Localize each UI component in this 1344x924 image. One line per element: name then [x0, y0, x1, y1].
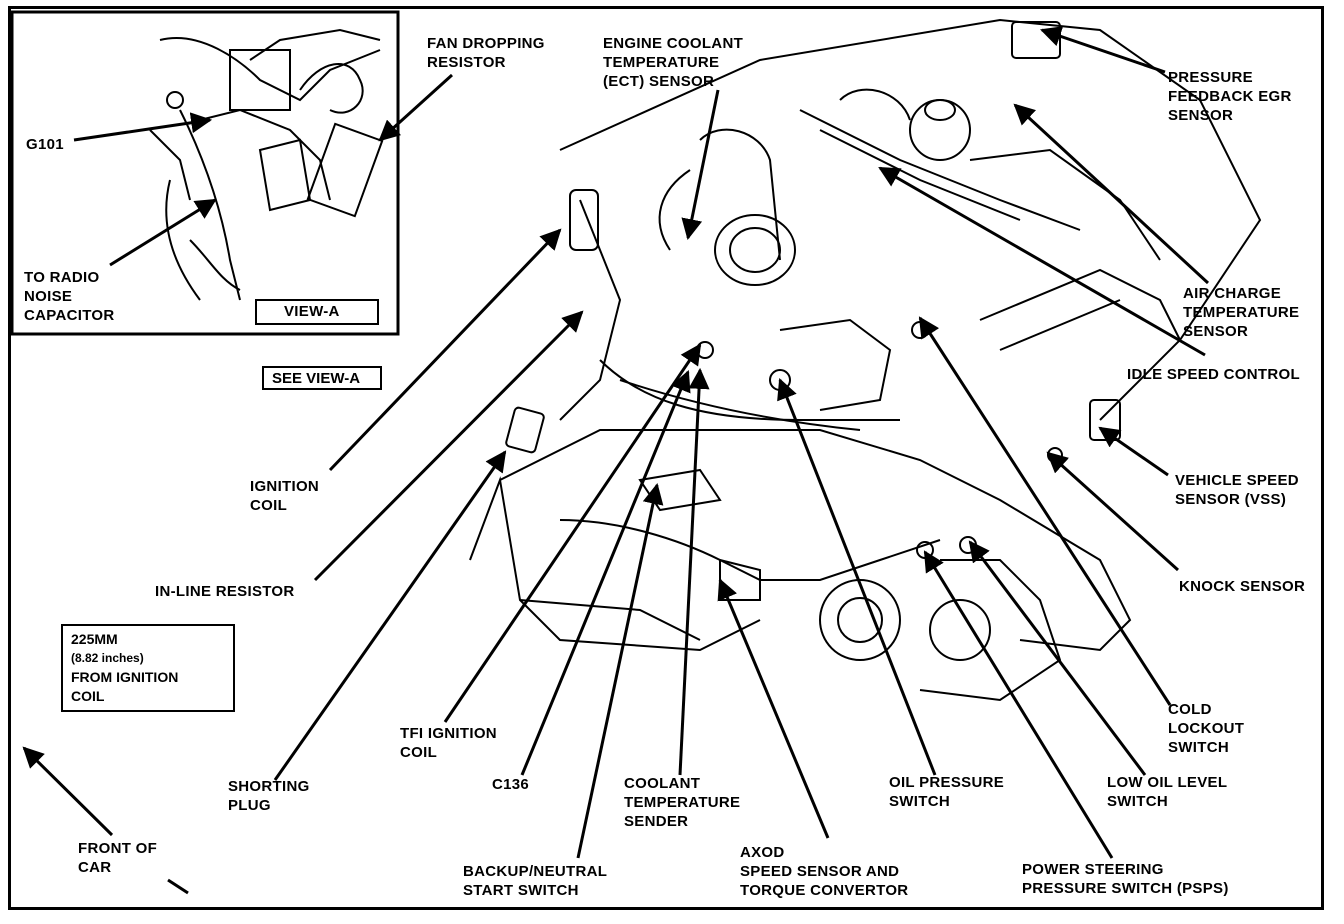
label-line: AIR CHARGE — [1183, 285, 1282, 302]
label-line: ENGINE COOLANT — [603, 35, 744, 52]
label-line: FEEDBACK EGR — [1168, 88, 1292, 105]
label-line: TEMPERATURE — [603, 54, 720, 71]
label-backup-neutral-switch: BACKUP/NEUTRAL START SWITCH — [463, 862, 607, 900]
label-line: OIL PRESSURE — [889, 774, 1005, 791]
label-front-of-car: FRONT OF CAR — [78, 839, 157, 877]
label-tfi-ignition-coil: TFI IGNITION COIL — [400, 724, 497, 762]
label-line: LOCKOUT — [1168, 720, 1245, 737]
label-c136: C136 — [492, 775, 529, 794]
label-line: NOISE — [24, 288, 73, 305]
label-line: IN-LINE RESISTOR — [155, 583, 295, 600]
label-line: CAPACITOR — [24, 307, 115, 324]
label-pressure-feedback-egr: PRESSURE FEEDBACK EGR SENSOR — [1168, 68, 1292, 125]
label-line: KNOCK SENSOR — [1179, 578, 1306, 595]
label-axod-speed-sensor: AXOD SPEED SENSOR AND TORQUE CONVERTOR — [740, 843, 908, 900]
label-line: G101 — [26, 136, 64, 153]
note-line: 225MM — [71, 631, 118, 647]
label-line: COIL — [250, 497, 288, 514]
label-line: PRESSURE — [1168, 69, 1253, 86]
label-line: TEMPERATURE — [1183, 304, 1300, 321]
label-air-charge-temp-sensor: AIR CHARGE TEMPERATURE SENSOR — [1183, 284, 1299, 341]
label-line: CAR — [78, 859, 112, 876]
label-line: COIL — [400, 744, 438, 761]
label-line: PLUG — [228, 797, 271, 814]
label-line: SWITCH — [1168, 739, 1229, 756]
label-line: SENSOR (VSS) — [1175, 491, 1287, 508]
label-line: TO RADIO — [24, 269, 100, 286]
label-line: SPEED SENSOR AND — [740, 863, 900, 880]
label-line: POWER STEERING — [1022, 861, 1164, 878]
label-line: SENSOR — [1183, 323, 1249, 340]
label-g101: G101 — [26, 135, 64, 154]
label-line: COLD — [1168, 701, 1212, 718]
label-idle-speed-control: IDLE SPEED CONTROL — [1127, 365, 1300, 384]
label-shorting-plug: SHORTING PLUG — [228, 777, 310, 815]
label-line: START SWITCH — [463, 882, 579, 899]
label-line: (ECT) SENSOR — [603, 73, 715, 90]
label-low-oil-level-switch: LOW OIL LEVEL SWITCH — [1107, 773, 1227, 811]
view-a-inset-drawing — [149, 28, 384, 301]
note-line: COIL — [71, 688, 105, 704]
leader-lines — [22, 26, 1210, 895]
label-vehicle-speed-sensor: VEHICLE SPEED SENSOR (VSS) — [1175, 471, 1299, 509]
label-fan-dropping-resistor: FAN DROPPING RESISTOR — [427, 34, 545, 72]
label-ignition-coil: IGNITION COIL — [250, 477, 319, 515]
diagram-frame — [8, 6, 1324, 910]
label-line: FAN DROPPING — [427, 35, 545, 52]
label-line: TORQUE CONVERTOR — [740, 882, 909, 899]
label-power-steering-switch: POWER STEERING PRESSURE SWITCH (PSPS) — [1022, 860, 1229, 898]
label-line: SENSOR — [1168, 107, 1234, 124]
label-line: TFI IGNITION — [400, 725, 497, 742]
label-knock-sensor: KNOCK SENSOR — [1179, 577, 1305, 596]
label-line: PRESSURE SWITCH (PSPS) — [1022, 880, 1229, 897]
label-coolant-temp-sender: COOLANT TEMPERATURE SENDER — [624, 774, 740, 831]
view-a-inset-border — [10, 10, 400, 336]
label-line: SENDER — [624, 813, 689, 830]
note-distance-from-ignition-coil: 225MM (8.82 inches) FROM IGNITION COIL — [61, 624, 235, 712]
label-line: RESISTOR — [427, 54, 506, 71]
label-line: AXOD — [740, 844, 785, 861]
label-line: BACKUP/NEUTRAL — [463, 863, 608, 880]
label-line: SHORTING — [228, 778, 310, 795]
label-view-a: VIEW-A — [284, 303, 340, 320]
label-in-line-resistor: IN-LINE RESISTOR — [155, 582, 295, 601]
label-ect-sensor: ENGINE COOLANT TEMPERATURE (ECT) SENSOR — [603, 34, 743, 91]
label-oil-pressure-switch: OIL PRESSURE SWITCH — [889, 773, 1004, 811]
label-line: SWITCH — [1107, 793, 1168, 810]
label-line: C136 — [492, 776, 530, 793]
label-line: FRONT OF — [78, 840, 158, 857]
label-line: LOW OIL LEVEL — [1107, 774, 1228, 791]
label-cold-lockout-switch: COLD LOCKOUT SWITCH — [1168, 700, 1244, 757]
label-line: IDLE SPEED CONTROL — [1127, 366, 1300, 383]
label-line: SWITCH — [889, 793, 950, 810]
label-line: COOLANT — [624, 775, 701, 792]
note-line: FROM IGNITION — [71, 669, 179, 685]
label-line: TEMPERATURE — [624, 794, 741, 811]
label-line: IGNITION — [250, 478, 320, 495]
label-line: VEHICLE SPEED — [1175, 472, 1299, 489]
label-see-view-a: SEE VIEW-A — [262, 366, 382, 390]
note-line: (8.82 inches) — [71, 651, 144, 665]
label-radio-noise-capacitor: TO RADIO NOISE CAPACITOR — [24, 268, 114, 325]
